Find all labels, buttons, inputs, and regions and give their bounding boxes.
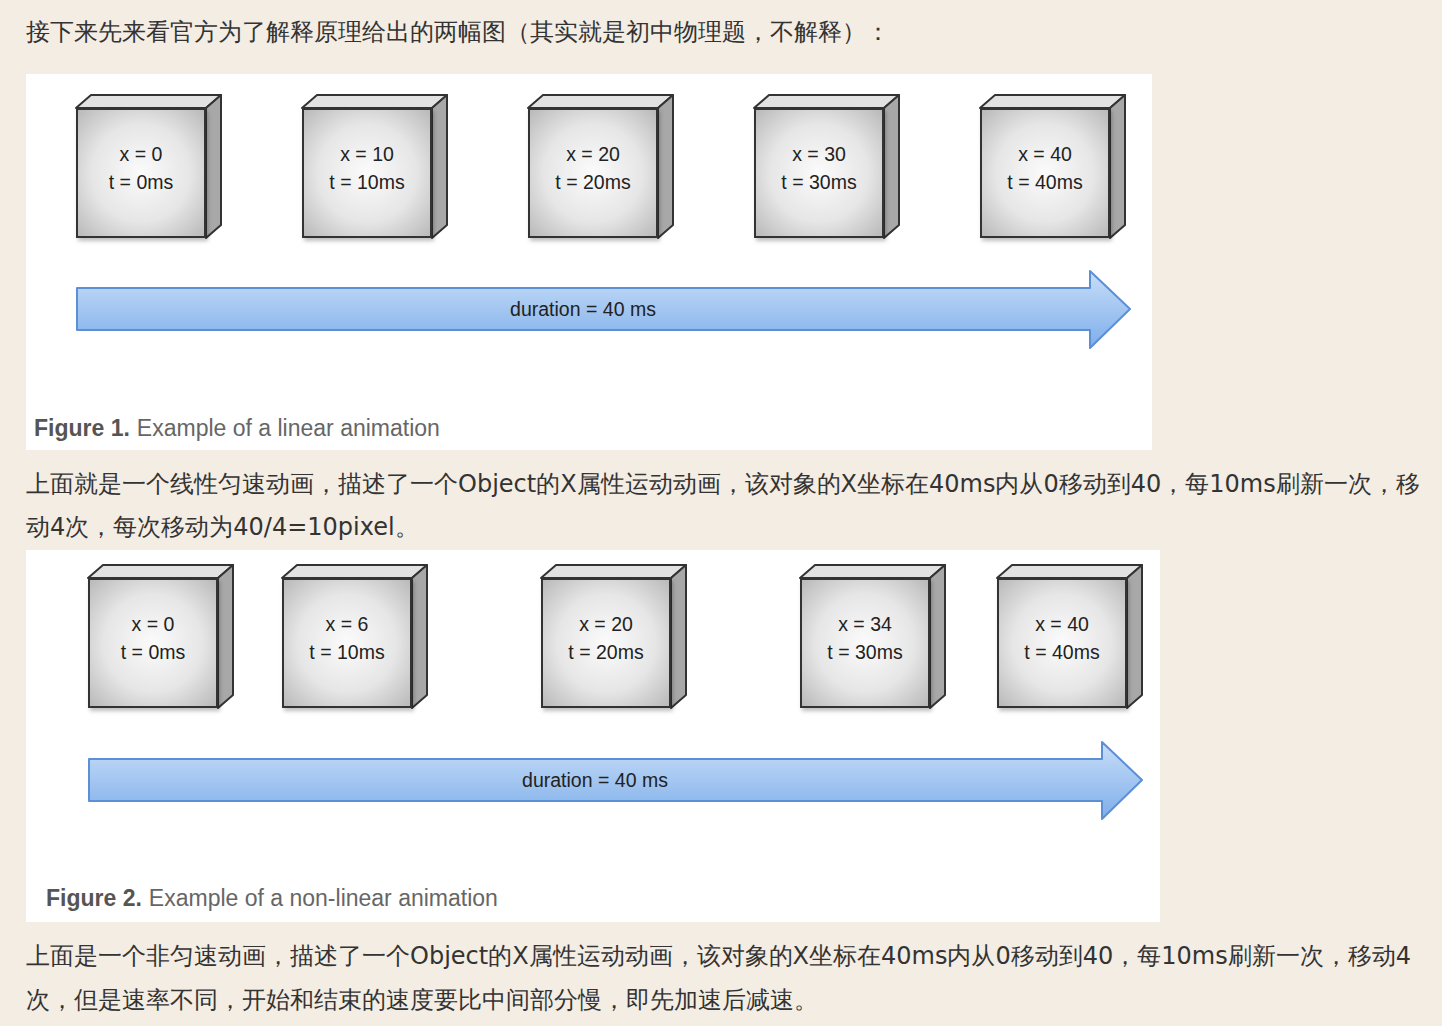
box-text: x = 0 [90,610,216,638]
box-text: x = 30 [756,140,882,168]
figure-caption: Figure 1. Example of a linear animation [34,415,440,442]
box-text: x = 10 [304,140,430,168]
time-box: x = 10t = 10ms [302,108,432,238]
box-text: t = 20ms [530,168,656,196]
box-text: t = 20ms [543,638,669,666]
time-box: x = 34t = 30ms [800,578,930,708]
box-text: x = 20 [530,140,656,168]
box-text: t = 30ms [756,168,882,196]
time-box: x = 0t = 0ms [76,108,206,238]
body-text: 上面就是一个线性匀速动画，描述了一个Object的X属性运动动画，该对象的X坐标… [26,463,1436,549]
time-box: x = 6t = 10ms [282,578,412,708]
box-text: t = 40ms [982,168,1108,196]
box-text: x = 6 [284,610,410,638]
box-text: x = 0 [78,140,204,168]
time-box: x = 40t = 40ms [997,578,1127,708]
caption-number: Figure 2. [46,885,142,911]
duration-arrow: duration = 40 ms [88,741,1144,821]
time-box: x = 20t = 20ms [541,578,671,708]
time-box: x = 0t = 0ms [88,578,218,708]
body-text: 上面是一个非匀速动画，描述了一个Object的X属性运动动画，该对象的X坐标在4… [26,934,1436,1022]
caption-text: Example of a linear animation [137,415,440,441]
caption-text: Example of a non-linear animation [149,885,498,911]
box-text: t = 40ms [999,638,1125,666]
arrow-text: duration = 40 ms [88,759,1102,801]
time-box: x = 20t = 20ms [528,108,658,238]
box-text: t = 10ms [284,638,410,666]
box-text: x = 20 [543,610,669,638]
body-text: 接下来先来看官方为了解释原理给出的两幅图（其实就是初中物理题，不解释）： [26,12,1436,52]
caption-number: Figure 1. [34,415,130,441]
box-text: t = 0ms [90,638,216,666]
box-text: x = 34 [802,610,928,638]
box-text: x = 40 [982,140,1108,168]
box-text: t = 10ms [304,168,430,196]
time-box: x = 40t = 40ms [980,108,1110,238]
box-text: x = 40 [999,610,1125,638]
box-text: t = 30ms [802,638,928,666]
box-text: t = 0ms [78,168,204,196]
duration-arrow: duration = 40 ms [76,270,1132,350]
figure-caption: Figure 2. Example of a non-linear animati… [46,885,498,912]
arrow-text: duration = 40 ms [76,288,1090,330]
time-box: x = 30t = 30ms [754,108,884,238]
